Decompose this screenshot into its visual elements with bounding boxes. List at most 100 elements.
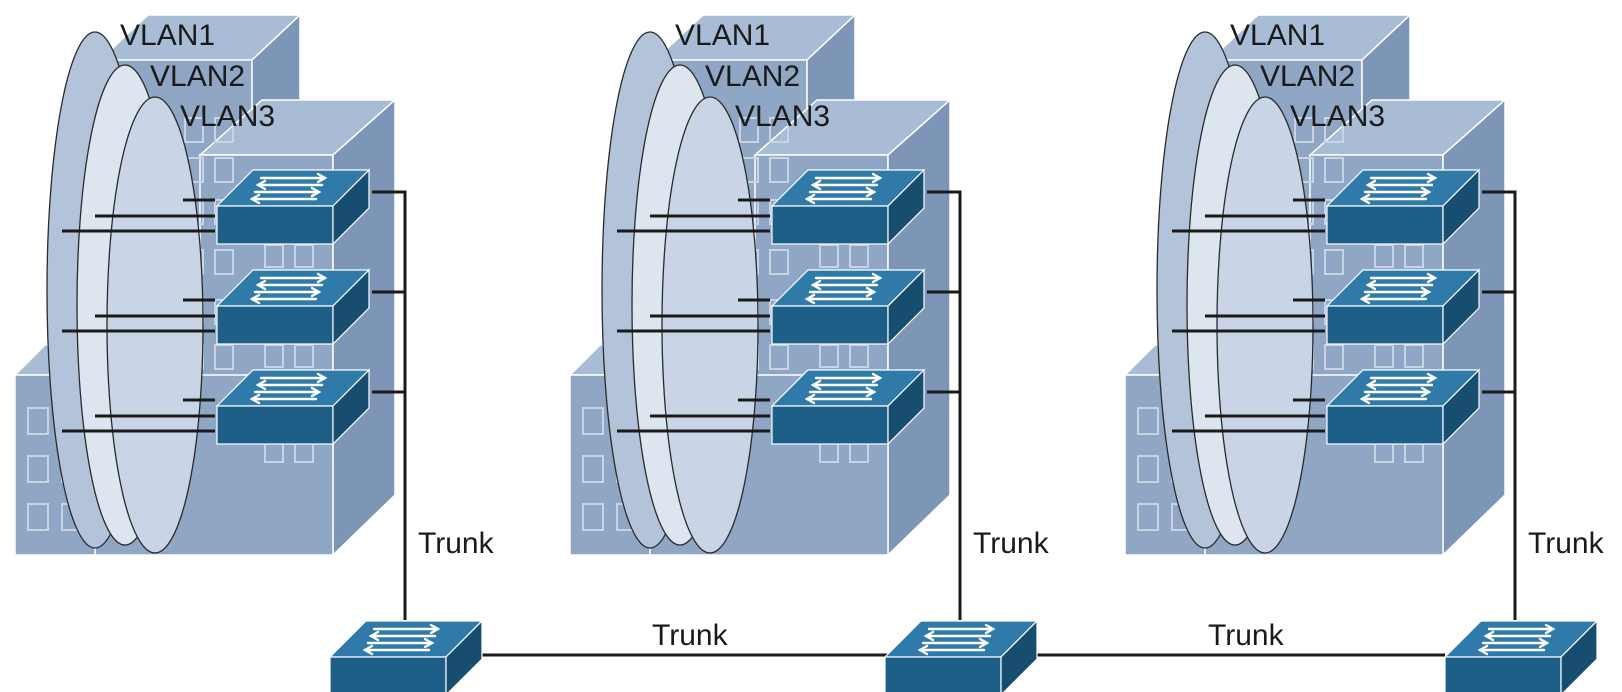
- switch-front: [216, 405, 334, 445]
- switch-side: [332, 268, 370, 346]
- building-window: [582, 455, 604, 483]
- building-window: [819, 244, 839, 268]
- switch-side: [887, 268, 925, 346]
- access-switches: [770, 168, 926, 446]
- building-trunk-lines: [372, 190, 407, 620]
- vlan2-label: VLAN2: [150, 60, 245, 93]
- switch-front: [771, 205, 889, 245]
- building-window: [849, 344, 869, 368]
- switch-side: [887, 168, 925, 246]
- vlan3-ellipse: [1216, 96, 1314, 554]
- switch-front: [216, 305, 334, 345]
- switch-front: [771, 305, 889, 345]
- building-window: [769, 344, 789, 370]
- arrows-icon: [804, 272, 883, 305]
- vlan2-label: VLAN2: [1260, 60, 1355, 93]
- arrows-icon: [804, 372, 883, 405]
- building-trunk-label: Trunk: [973, 527, 1050, 560]
- access-cables: [617, 198, 770, 433]
- building-window: [294, 344, 314, 368]
- switch-front: [1326, 405, 1444, 445]
- building-window: [214, 117, 234, 143]
- arrows-icon: [1359, 272, 1438, 305]
- building-trunk-label: Trunk: [1528, 527, 1605, 560]
- switch-front: [1444, 656, 1562, 692]
- switch-side: [1560, 619, 1598, 692]
- vlan3-label: VLAN3: [1290, 100, 1385, 133]
- access-switch-3: [1325, 368, 1481, 446]
- switch-front: [1326, 205, 1444, 245]
- building-window: [214, 249, 234, 275]
- access-switch-2: [215, 268, 371, 346]
- switch-side: [1442, 268, 1480, 346]
- building-window: [1137, 503, 1159, 531]
- building-window: [1294, 117, 1314, 143]
- switch-front: [884, 656, 1002, 692]
- vlan3-ellipse: [661, 96, 759, 554]
- building-window: [769, 157, 789, 183]
- core-switch-2: [883, 619, 1039, 692]
- switch-side: [1442, 168, 1480, 246]
- switch-side: [332, 368, 370, 446]
- arrows-icon: [1477, 623, 1556, 656]
- access-switch-2: [1325, 268, 1481, 346]
- switch-side: [332, 168, 370, 246]
- arrows-icon: [1359, 372, 1438, 405]
- switch-front: [771, 405, 889, 445]
- arrows-icon: [249, 172, 328, 205]
- building-window: [27, 407, 49, 435]
- vlan-ellipses: [46, 31, 204, 554]
- access-switches: [215, 168, 371, 446]
- building-window: [582, 503, 604, 531]
- building-window: [214, 344, 234, 370]
- building-window: [1324, 344, 1344, 370]
- vlan1-label: VLAN1: [120, 19, 215, 52]
- building-window: [264, 244, 284, 268]
- building-window: [264, 344, 284, 368]
- arrows-icon: [362, 623, 441, 656]
- building-window: [1137, 407, 1159, 435]
- building-window: [1324, 249, 1344, 275]
- building-window: [184, 117, 204, 143]
- vlan3-label: VLAN3: [180, 100, 275, 133]
- vlan1-label: VLAN1: [675, 19, 770, 52]
- core-switch-1: [328, 619, 484, 692]
- switch-front: [1326, 305, 1444, 345]
- building-window: [27, 455, 49, 483]
- building-trunk-lines: [927, 190, 962, 620]
- building-window: [769, 249, 789, 275]
- building-window: [582, 407, 604, 435]
- building-window: [1324, 157, 1344, 183]
- building-window: [1404, 344, 1424, 368]
- building-window: [849, 244, 869, 268]
- access-switch-1: [770, 168, 926, 246]
- arrows-icon: [249, 372, 328, 405]
- building-window: [739, 117, 759, 143]
- core-trunk-label-1: Trunk: [652, 619, 729, 652]
- access-switch-3: [770, 368, 926, 446]
- building-window: [214, 157, 234, 183]
- core-switch-3: [1443, 619, 1599, 692]
- access-switch-3: [215, 368, 371, 446]
- access-switch-2: [770, 268, 926, 346]
- access-switches: [1325, 168, 1481, 446]
- vlan3-label: VLAN3: [735, 100, 830, 133]
- building-trunk-lines: [1482, 190, 1517, 620]
- switch-side: [1000, 619, 1038, 692]
- access-switch-1: [215, 168, 371, 246]
- vlan-ellipses: [601, 31, 759, 554]
- access-cables: [1172, 198, 1325, 433]
- building-window: [1404, 244, 1424, 268]
- vlan-ellipses: [1156, 31, 1314, 554]
- arrows-icon: [1359, 172, 1438, 205]
- arrows-icon: [249, 272, 328, 305]
- building-trunk-label: Trunk: [418, 527, 495, 560]
- building-window: [1324, 117, 1344, 143]
- building-window: [769, 117, 789, 143]
- switch-front: [216, 205, 334, 245]
- access-switch-1: [1325, 168, 1481, 246]
